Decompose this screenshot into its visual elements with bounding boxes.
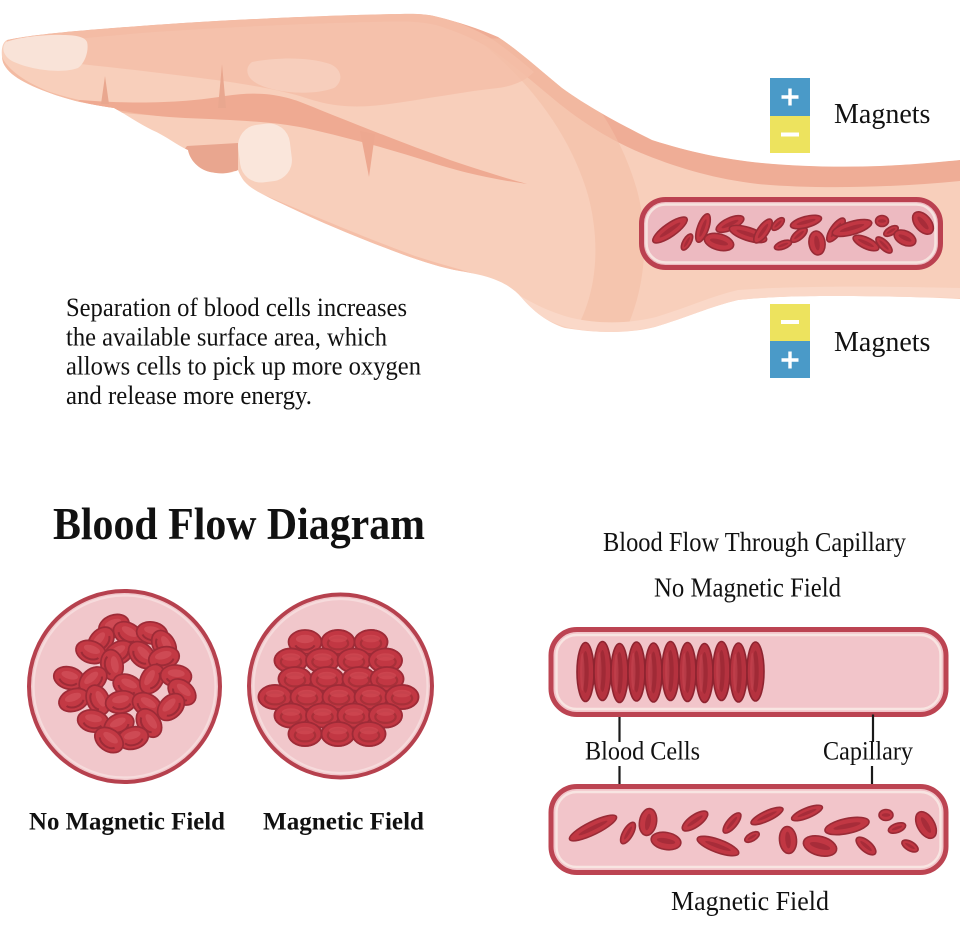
svg-text:Capillary: Capillary <box>823 737 913 766</box>
svg-text:Magnetic Field: Magnetic Field <box>263 808 424 836</box>
svg-text:the available surface area, wh: the available surface area, which <box>66 321 387 351</box>
svg-text:Separation of blood cells incr: Separation of blood cells increases <box>66 292 407 322</box>
svg-text:Magnets: Magnets <box>834 327 930 358</box>
svg-text:Magnets: Magnets <box>834 99 930 130</box>
svg-text:Blood Cells: Blood Cells <box>585 737 700 766</box>
svg-text:Magnetic Field: Magnetic Field <box>671 886 829 916</box>
svg-text:No Magnetic Field: No Magnetic Field <box>654 573 841 603</box>
svg-text:and release more energy.: and release more energy. <box>66 380 312 410</box>
svg-text:Blood Flow Diagram: Blood Flow Diagram <box>53 498 425 549</box>
svg-text:No Magnetic Field: No Magnetic Field <box>29 808 225 836</box>
svg-text:allows cells to pick up more o: allows cells to pick up more oxygen <box>66 351 421 381</box>
svg-text:Blood Flow Through Capillary: Blood Flow Through Capillary <box>603 527 906 557</box>
